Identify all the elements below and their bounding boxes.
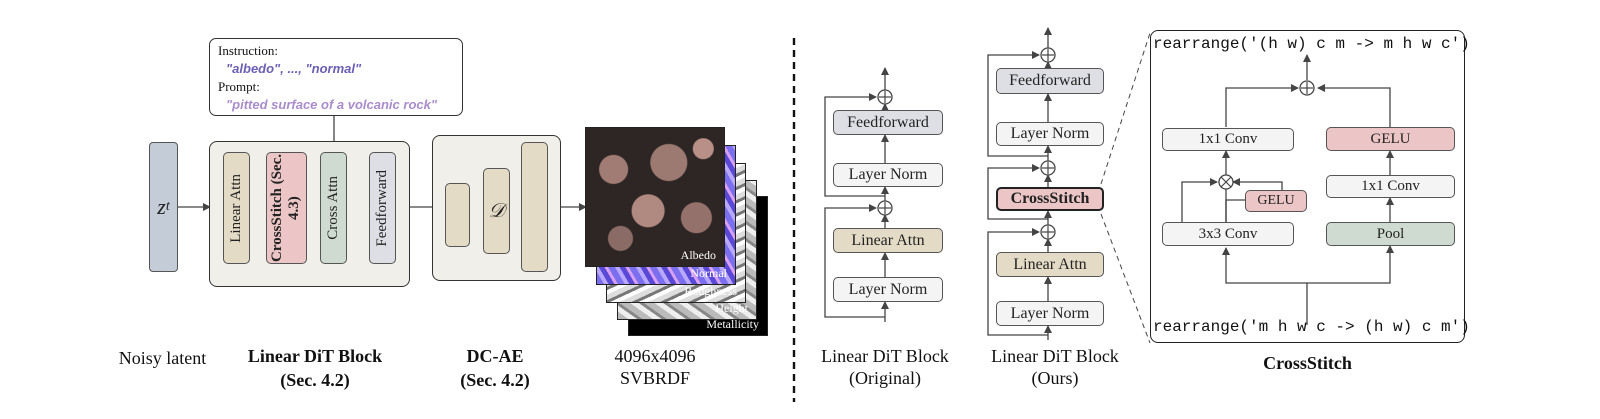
latent-subscript: t <box>165 199 170 214</box>
orig-block-caption-line2: (Original) <box>849 368 921 388</box>
linear-attn-label: Linear Attn <box>228 173 244 243</box>
cross-attn-box: Cross Attn <box>320 152 347 264</box>
ours-block-caption-line2: (Ours) <box>1031 368 1079 388</box>
svbrdf-caption: SVBRDF <box>619 368 691 388</box>
normal-label: Normal <box>690 266 727 280</box>
cs-conv1x1-left-box: 1x1 Conv <box>1162 128 1294 151</box>
ours-feedforward-box: Feedforward <box>996 68 1104 94</box>
ours-crossstitch-box: CrossStitch <box>996 187 1104 211</box>
feedforward-box: Feedforward <box>369 152 396 264</box>
dit-block-caption-title: Linear DiT Block <box>247 346 383 366</box>
ours-linear-attn-box: Linear Attn <box>996 252 1104 277</box>
instruction-label: Instruction: <box>218 43 278 58</box>
orig-linear-attn-box: Linear Attn <box>833 228 943 253</box>
dc-ae-decoder-box: 𝒟 <box>483 168 510 254</box>
dc-ae-encoder-box <box>445 183 470 247</box>
noisy-latent-caption: Noisy latent <box>118 348 207 368</box>
dc-ae-output-box <box>521 142 548 272</box>
orig-block-caption-line1: Linear DiT Block <box>821 346 949 366</box>
crossstitch-label: CrossStitch (Sec. 4.3) <box>268 153 302 263</box>
height-label: Height <box>715 301 748 315</box>
prompt-value: "pitted surface of a volcanic rock" <box>226 97 438 112</box>
cs-conv3x3-box: 3x3 Conv <box>1162 222 1294 246</box>
cs-pool-box: Pool <box>1326 222 1455 246</box>
cs-gelu-right-box: GELU <box>1326 127 1455 151</box>
feedforward-label: Feedforward <box>374 169 390 247</box>
cs-conv1x1-right-box: 1x1 Conv <box>1326 175 1455 198</box>
albedo-label: Albedo <box>680 248 716 262</box>
latent-symbol: z <box>157 194 166 219</box>
crossstitch-box: CrossStitch (Sec. 4.3) <box>266 152 307 264</box>
cross-attn-label: Cross Attn <box>325 176 341 240</box>
orig-layer-norm-top-box: Layer Norm <box>833 163 943 187</box>
linear-attn-box: Linear Attn <box>223 152 250 264</box>
dc-ae-caption-title: DC-AE <box>466 346 524 366</box>
decoder-symbol: 𝒟 <box>488 199 505 222</box>
dit-block-caption-sec: (Sec. 4.2) <box>280 370 350 390</box>
rearrange-top-label: rearrange('(h w) c m -> m h w c') <box>1153 35 1470 53</box>
roughness-label: Roughness <box>684 284 737 298</box>
dc-ae-caption-sec: (Sec. 4.2) <box>460 370 530 390</box>
prompt-label: Prompt: <box>218 79 260 94</box>
metallicity-label: Metallicity <box>706 317 759 331</box>
cs-gelu-left-box: GELU <box>1245 190 1307 212</box>
ours-block-caption-line1: Linear DiT Block <box>991 346 1119 366</box>
orig-feedforward-box: Feedforward <box>833 110 943 135</box>
ours-layer-norm-bottom-box: Layer Norm <box>996 301 1104 326</box>
ours-layer-norm-top-box: Layer Norm <box>996 122 1104 146</box>
instruction-box: Instruction: "albedo", ..., "normal" Pro… <box>209 38 463 116</box>
crossstitch-detail-panel <box>1150 30 1465 343</box>
albedo-map: Albedo <box>585 127 725 267</box>
instruction-value: "albedo", ..., "normal" <box>226 61 362 76</box>
crossstitch-caption: CrossStitch <box>1263 353 1352 373</box>
orig-layer-norm-bottom-box: Layer Norm <box>833 277 943 302</box>
svbrdf-size-caption: 4096x4096 <box>614 346 696 366</box>
rearrange-bottom-label: rearrange('m h w c -> (h w) c m') <box>1153 318 1470 336</box>
